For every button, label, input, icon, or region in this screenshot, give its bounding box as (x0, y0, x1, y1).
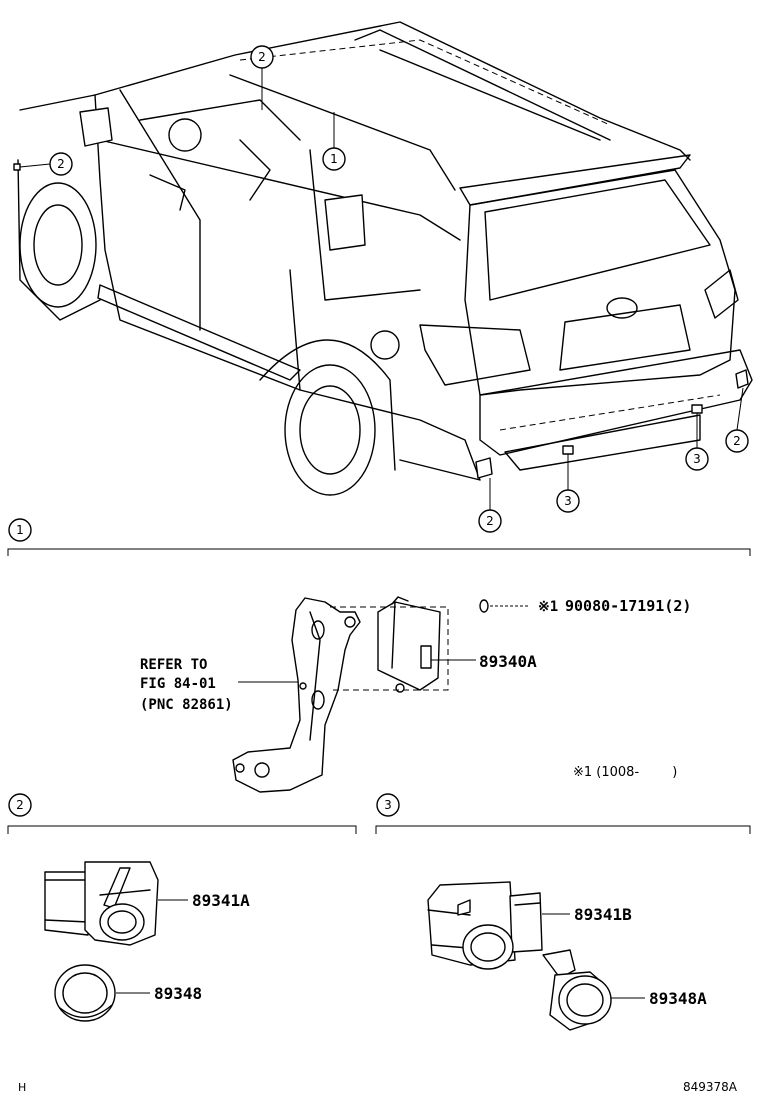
svg-text:3: 3 (384, 798, 392, 812)
applicability-note: ※1 (1008- ) (573, 765, 677, 780)
bolt (479, 599, 489, 613)
callout-3-rear-left: 3 (556, 489, 580, 513)
section-3-bracket (375, 825, 751, 834)
svg-text:2: 2 (733, 434, 741, 448)
bezel-89348 (54, 964, 116, 1022)
callout-2-rear-left: 2 (478, 509, 502, 533)
ecu-part-number: 89340A (479, 652, 537, 671)
svg-text:2: 2 (16, 798, 24, 812)
section-1: 1 ※1 90080-17191(2) 89340A REFER TO FIG … (7, 518, 751, 793)
callout-2-top: 2 (250, 45, 274, 69)
svg-text:2: 2 (486, 514, 494, 528)
illustration-number: 849378A (683, 1080, 738, 1094)
section-2: 2 89341A 89348 (7, 793, 357, 1022)
sensor-89341b (427, 881, 543, 970)
footer-left-code: H (18, 1081, 26, 1094)
section-3: 3 89341B 89348A (375, 793, 751, 1031)
bezel-89348a-part-number: 89348A (649, 989, 707, 1008)
section-3-label: 3 (376, 793, 400, 817)
refer-text-line3: (PNC 82861) (140, 697, 233, 713)
callout-2-rear-right: 2 (725, 429, 749, 453)
section-1-label: 1 (8, 518, 32, 542)
ecu-bracket (232, 597, 361, 793)
svg-text:1: 1 (330, 152, 338, 166)
svg-text:3: 3 (693, 452, 701, 466)
vehicle-illustration (13, 21, 753, 496)
svg-text:2: 2 (57, 157, 65, 171)
refer-text-line2: FIG 84-01 (140, 676, 216, 692)
section-2-bracket (7, 825, 357, 834)
section-1-bracket (7, 548, 751, 556)
callout-3-rear-right: 3 (685, 447, 709, 471)
callout-2-front: 2 (49, 152, 73, 176)
sensor-89341b-part-number: 89341B (574, 905, 632, 924)
vehicle-callouts: 2 1 2 2 3 3 2 (19, 45, 749, 533)
refer-text-line1: REFER TO (140, 657, 207, 673)
bezel-89348-part-number: 89348 (154, 984, 202, 1003)
svg-text:2: 2 (258, 50, 266, 64)
svg-text:3: 3 (564, 494, 572, 508)
bezel-89348a (542, 949, 612, 1031)
sensor-89341a (44, 861, 159, 946)
section-2-label: 2 (8, 793, 32, 817)
callout-1-vehicle: 1 (322, 147, 346, 171)
svg-text:1: 1 (16, 523, 24, 537)
sensor-89341a-part-number: 89341A (192, 891, 250, 910)
bolt-part-number: 90080-17191(2) (565, 597, 691, 615)
bolt-note-mark: ※1 (538, 599, 558, 615)
